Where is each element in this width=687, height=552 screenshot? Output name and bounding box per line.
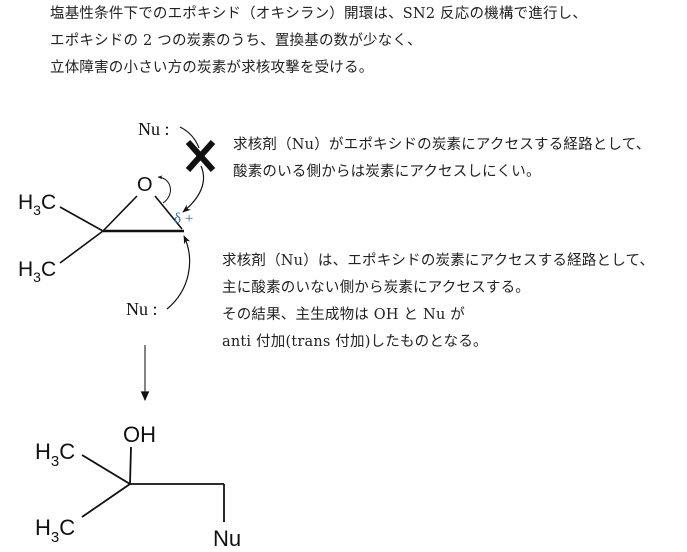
nucleophile-bottom-label: Nu : bbox=[126, 299, 158, 319]
attack-arrow-top bbox=[182, 165, 205, 213]
nucleophile-top-label: Nu : bbox=[138, 119, 170, 139]
methyl-bond-lower bbox=[59, 230, 104, 264]
main-path-note: 求核剤（Nu）は、エポキシドの炭素にアクセスする経路として、 主に酸素のいない側… bbox=[222, 248, 654, 356]
methyl-bond-lower-product bbox=[81, 483, 131, 518]
main-note-line-2: 主に酸素のいない側から炭素にアクセスする。 bbox=[222, 280, 530, 296]
methyl-label-upper: H3C bbox=[18, 191, 56, 218]
methyl-bond-upper-product bbox=[81, 454, 131, 485]
intro-line-3: 立体障害の小さい方の炭素が求核攻撃を受ける。 bbox=[50, 60, 374, 76]
oxygen-side-note: 求核剤（Nu）がエポキシドの炭素にアクセスする経路として、 酸素のいる側からは炭… bbox=[233, 132, 650, 186]
main-note-line-3: その結果、主生成物は OH と Nu が bbox=[222, 307, 465, 323]
blocked-attack-path: Nu : bbox=[138, 119, 216, 213]
blocked-x-icon bbox=[185, 140, 216, 172]
methyl-bond-upper bbox=[59, 206, 104, 232]
hydroxyl-label: OH bbox=[123, 422, 156, 447]
c-oh-bond bbox=[129, 446, 132, 485]
partial-positive-charge: δ + bbox=[174, 211, 193, 227]
main-attack-path: Nu : bbox=[126, 235, 191, 319]
intro-line-1: 塩基性条件下でのエポキシド（オキシラン）開環は、SN2 反応の機構で進行し、 bbox=[50, 6, 588, 22]
methyl-label-lower-product: H3C bbox=[35, 515, 75, 546]
product-structure: OH H3C H3C Nu bbox=[35, 422, 241, 551]
nucleophile-product-label: Nu bbox=[213, 526, 241, 551]
c-o-ring-bond-right bbox=[154, 195, 183, 230]
methyl-label-lower: H3C bbox=[18, 258, 56, 285]
intro-line-2: エポキシドの 2 つの炭素のうち、置換基の数が少なく、 bbox=[50, 33, 422, 49]
intro-paragraph: 塩基性条件下でのエポキシド（オキシラン）開環は、SN2 反応の機構で進行し、 エ… bbox=[50, 1, 587, 82]
attack-arrow-bottom bbox=[166, 235, 191, 310]
methyl-label-upper-product: H3C bbox=[35, 439, 75, 470]
epoxide-reactant: H3C H3C O δ + bbox=[18, 174, 193, 285]
bond-cleavage-arrow bbox=[157, 175, 171, 204]
oxygen-note-line-1: 求核剤（Nu）がエポキシドの炭素にアクセスする経路として、 bbox=[233, 137, 651, 153]
c-o-ring-bond-left bbox=[102, 195, 138, 232]
oxygen-atom: O bbox=[137, 174, 153, 196]
main-note-line-1: 求核剤（Nu）は、エポキシドの炭素にアクセスする経路として、 bbox=[222, 253, 655, 269]
oxygen-note-line-2: 酸素のいる側からは炭素にアクセスしにくい。 bbox=[233, 164, 541, 180]
main-note-line-4: anti 付加(trans 付加)したものとなる。 bbox=[222, 334, 488, 350]
attack-arrow-top-start bbox=[179, 126, 200, 149]
